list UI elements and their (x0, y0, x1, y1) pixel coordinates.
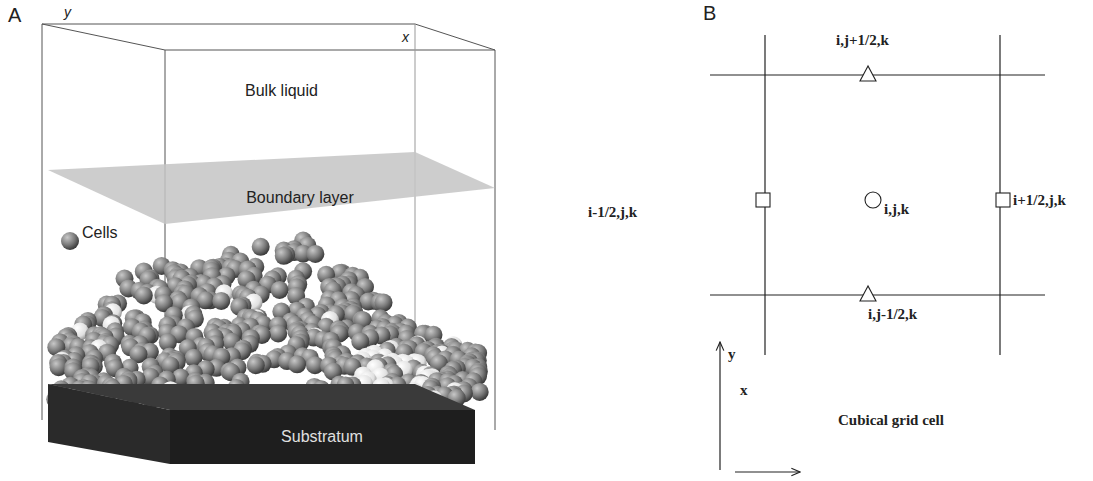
region-label: Bulk liquid (245, 82, 318, 100)
cell-spheres (46, 232, 488, 409)
node-face (48, 384, 170, 464)
face-index: i,j-1/2,k (868, 306, 917, 323)
face-index: i-1/2,j,k (588, 204, 637, 221)
cell-sphere (212, 292, 230, 310)
axes (720, 342, 800, 472)
cell-sphere (275, 247, 293, 265)
face-index: i,j+1/2,k (836, 32, 889, 49)
grid-symbols (756, 66, 1010, 301)
caption-label: Cubical grid cell (838, 412, 944, 429)
node-outline (42, 148, 497, 228)
axis-label: y (728, 346, 736, 363)
cell-sphere (247, 356, 265, 374)
node-outline (44, 380, 484, 468)
substratum-slab: Substratum (44, 380, 484, 468)
node-face (170, 410, 475, 464)
node-label: Substratum (281, 428, 363, 446)
cell-sphere (288, 355, 306, 373)
node-label: Boundary layer (246, 189, 354, 207)
part-label: Cells (82, 224, 118, 242)
cell-sphere (61, 232, 79, 250)
cell-sphere (135, 286, 153, 304)
box-outline (42, 24, 495, 430)
cell-sphere (471, 383, 489, 401)
panel-letter: A (8, 4, 21, 27)
cell-sphere (271, 281, 289, 299)
node-face (48, 152, 495, 224)
grid-lines (710, 35, 1045, 355)
center-index: i,j,k (884, 201, 909, 218)
cell-sphere (375, 294, 393, 312)
cell-sphere (351, 332, 369, 350)
boundary-layer-band: Boundary layer (42, 148, 497, 228)
cell-sphere (269, 325, 287, 343)
axis-label: y (64, 4, 71, 20)
axis-label: x (740, 382, 748, 399)
axis-label: x (402, 29, 409, 45)
cell-sphere (252, 238, 270, 256)
cell-sphere (306, 245, 324, 263)
panel-letter: B (703, 2, 716, 25)
face-index: i+1/2,j,k (1013, 192, 1066, 209)
